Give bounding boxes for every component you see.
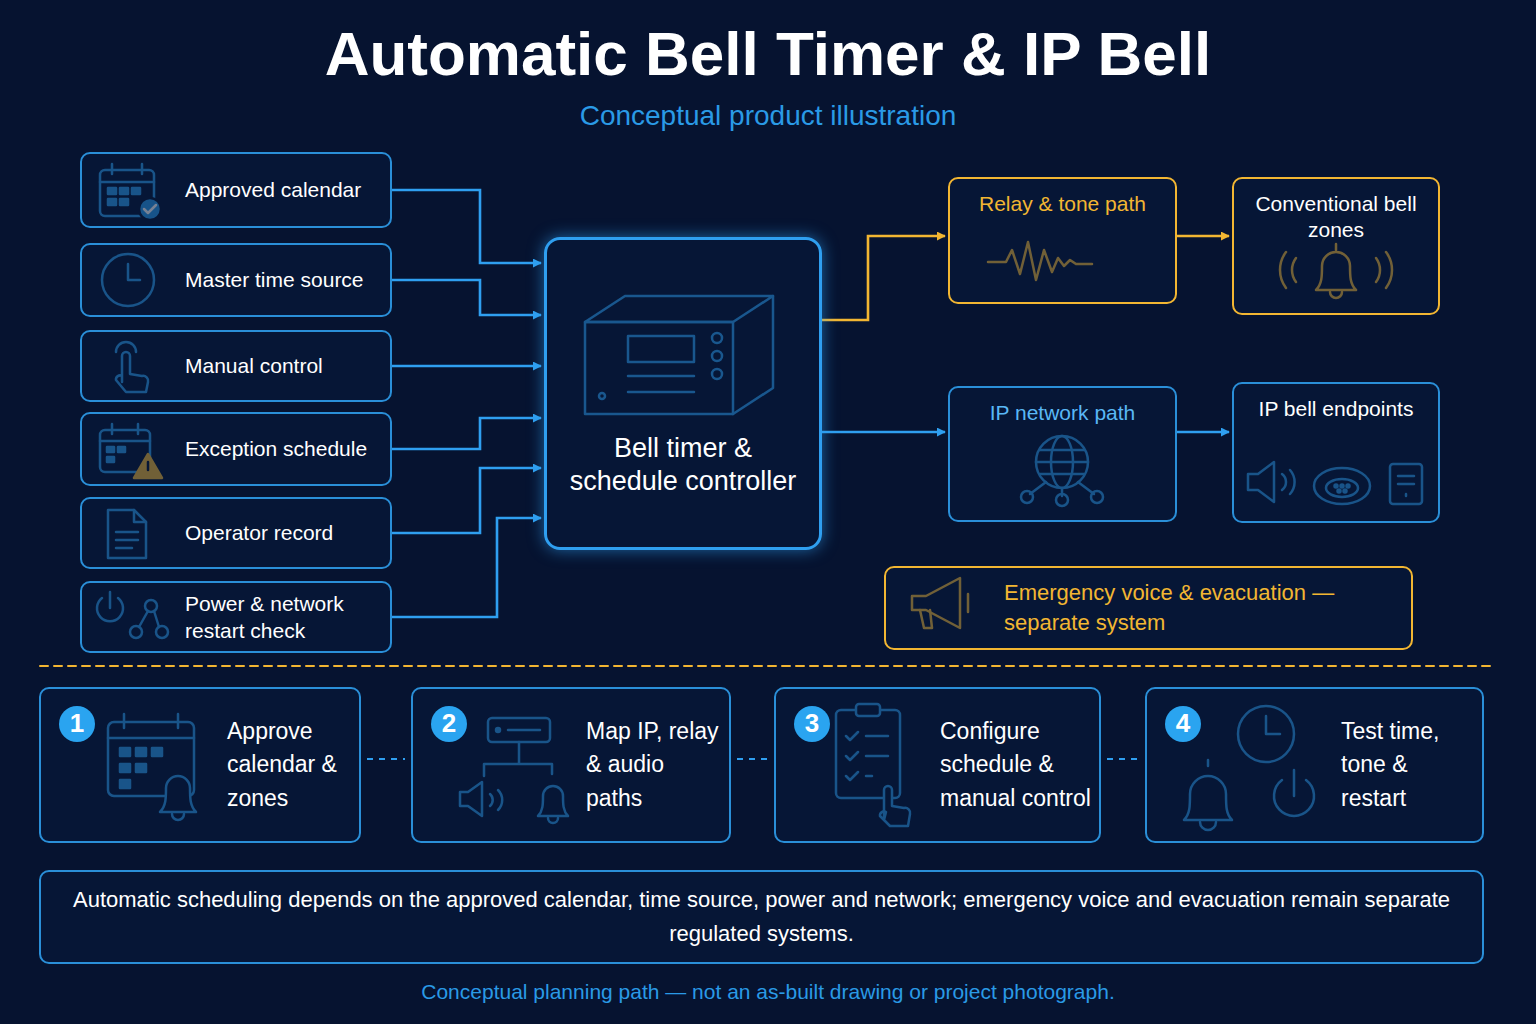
callout-number: 4: [1165, 706, 1201, 742]
box-text: IP network path: [990, 400, 1136, 426]
subtitle: Conceptual product illustration: [0, 100, 1536, 132]
controller-box: Bell timer & schedule controller: [544, 237, 822, 550]
title: Automatic Bell Timer & IP Bell: [0, 18, 1536, 89]
step-connector: [367, 758, 405, 760]
flow-arrow: [1177, 235, 1229, 238]
box-text: Exception schedule: [185, 435, 367, 462]
output-box: Conventional bell zones: [1232, 177, 1440, 315]
box-text: Bell timer & schedule controller: [557, 432, 809, 500]
input-box: Power & network restart check: [80, 581, 392, 653]
input-box: Exception schedule: [80, 412, 392, 486]
divider-line: [40, 665, 1490, 667]
step-box: 3 Configure schedule & manual control: [774, 687, 1101, 843]
note-box: Automatic scheduling depends on the appr…: [39, 870, 1484, 964]
step-box: 1 Approve calendar & zones: [39, 687, 361, 843]
output-box: IP bell endpoints: [1232, 382, 1440, 523]
box-text: Relay & tone path: [979, 191, 1146, 217]
input-box: Operator record: [80, 497, 392, 569]
flow-arrow: [822, 431, 945, 434]
box-text: Power & network restart check: [185, 590, 382, 645]
flow-arrow: [392, 190, 541, 263]
flow-arrow: [392, 365, 541, 368]
box-text: Manual control: [185, 352, 323, 379]
callout-number: 2: [431, 706, 467, 742]
callout-number: 3: [794, 706, 830, 742]
flow-arrow: [1177, 431, 1229, 434]
box-text: Operator record: [185, 519, 333, 546]
box-text: Master time source: [185, 266, 364, 293]
box-text: IP bell endpoints: [1259, 396, 1414, 422]
path-box: IP network path: [948, 386, 1177, 522]
box-text: Emergency voice & evacuation — separate …: [1004, 578, 1397, 637]
box-text: Conventional bell zones: [1244, 191, 1428, 244]
path-box: Relay & tone path: [948, 177, 1177, 304]
step-box: 4 Test time, tone & restart: [1145, 687, 1484, 843]
callout-number: 1: [59, 706, 95, 742]
warning-box: Emergency voice & evacuation — separate …: [884, 566, 1413, 650]
box-text: Automatic scheduling depends on the appr…: [61, 883, 1462, 951]
box-text: Approved calendar: [185, 176, 361, 203]
flow-arrow: [392, 418, 541, 449]
box-text: Approve calendar & zones: [227, 715, 353, 815]
flow-arrow: [392, 468, 541, 533]
flow-arrow: [392, 518, 541, 617]
step-connector: [737, 758, 768, 760]
input-box: Master time source: [80, 243, 392, 317]
box-text: Configure schedule & manual control: [940, 715, 1093, 815]
flow-arrow: [822, 236, 945, 320]
input-box: Manual control: [80, 330, 392, 402]
caption: Conceptual planning path — not an as-bui…: [0, 980, 1536, 1004]
step-box: 2 Map IP, relay & audio paths: [411, 687, 731, 843]
flow-arrow: [392, 280, 541, 315]
input-box: Approved calendar: [80, 152, 392, 228]
box-text: Test time, tone & restart: [1341, 715, 1476, 815]
step-connector: [1107, 758, 1139, 760]
box-text: Map IP, relay & audio paths: [586, 715, 723, 815]
